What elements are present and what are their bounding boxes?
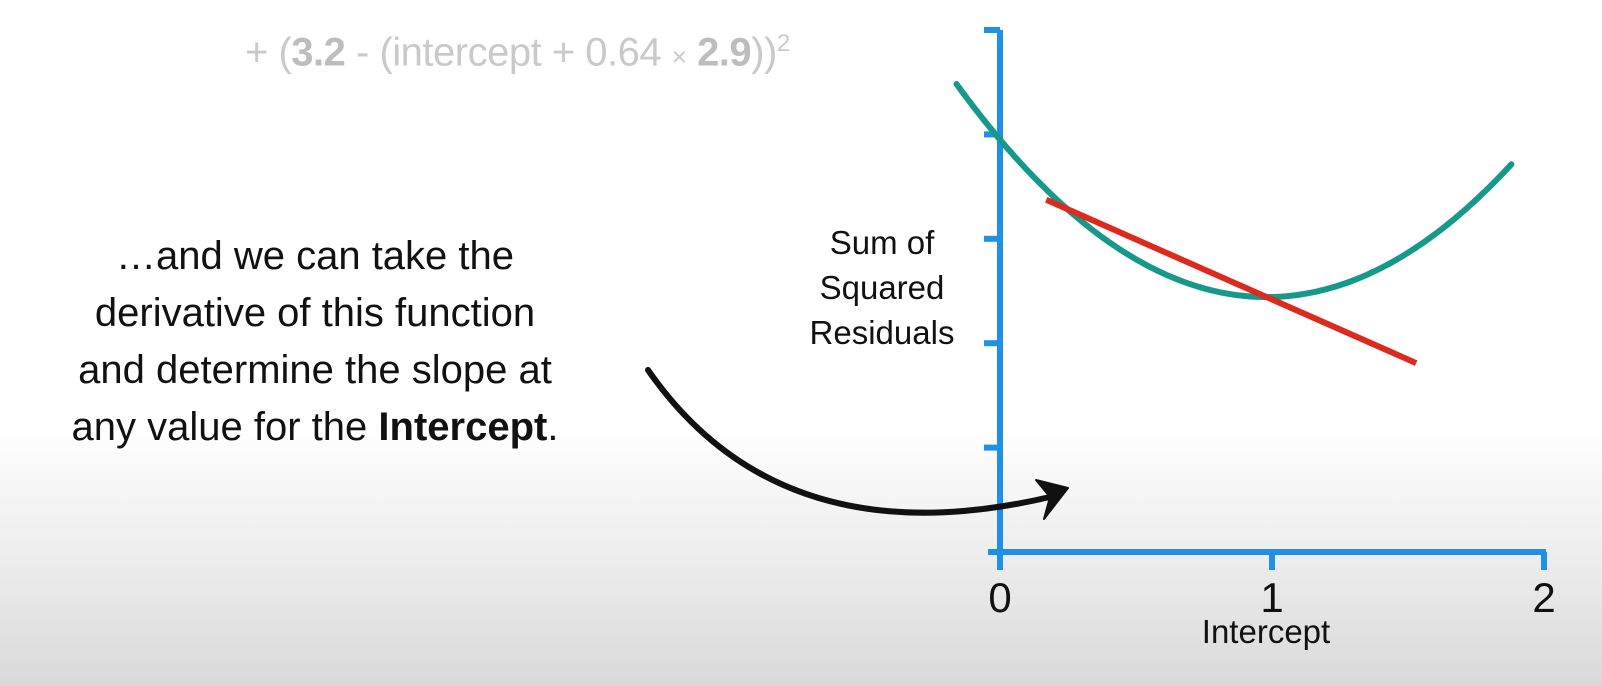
- axes: [984, 27, 1547, 570]
- x-tick-label: 1: [1260, 574, 1283, 621]
- arrow-layer: [645, 367, 1069, 520]
- ssr-curve: [953, 81, 1515, 301]
- x-tick-label: 2: [1532, 574, 1555, 621]
- y-label-line-2: Squared: [820, 269, 945, 306]
- y-label-line-3: Residuals: [810, 314, 955, 351]
- equation-fragment: + (3.2 - (intercept + 0.64 × 2.9))2: [245, 30, 790, 75]
- equation-x-value: 2.9: [697, 30, 752, 75]
- caption-line-1: …and we can take the: [115, 234, 515, 278]
- equation-times: ×: [671, 41, 687, 72]
- equation-intercept-term: intercept + 0.64: [392, 30, 672, 75]
- tangent-layer: [1045, 197, 1418, 366]
- y-axis-label: Sum of Squared Residuals: [810, 224, 955, 351]
- equation-minus: - (: [345, 30, 393, 75]
- caption-intercept-bold: Intercept: [378, 405, 548, 449]
- curve-layer: [953, 81, 1515, 301]
- caption-line-4-prefix: any value for the: [71, 405, 379, 449]
- x-tick-label: 0: [988, 574, 1011, 621]
- caption-period: .: [547, 405, 559, 449]
- pointer-arrow-shaft: [645, 367, 1053, 516]
- caption-line-2: derivative of this function: [94, 291, 536, 335]
- equation-plus: + (: [245, 30, 292, 75]
- pointer-arrow-head: [1035, 479, 1069, 520]
- y-label-line-1: Sum of: [830, 224, 935, 261]
- x-tick-labels: 0 1 2: [988, 574, 1555, 621]
- equation-closing: )): [751, 30, 777, 75]
- tangent-line: [1045, 197, 1418, 366]
- x-axis-label: Intercept: [1202, 613, 1330, 650]
- caption-text: …and we can take the derivative of this …: [10, 228, 620, 456]
- caption-line-3: and determine the slope at: [78, 348, 552, 392]
- equation-power: 2: [776, 30, 790, 57]
- caption-line-4: any value for the Intercept.: [10, 399, 620, 456]
- equation-y-value: 3.2: [291, 30, 346, 75]
